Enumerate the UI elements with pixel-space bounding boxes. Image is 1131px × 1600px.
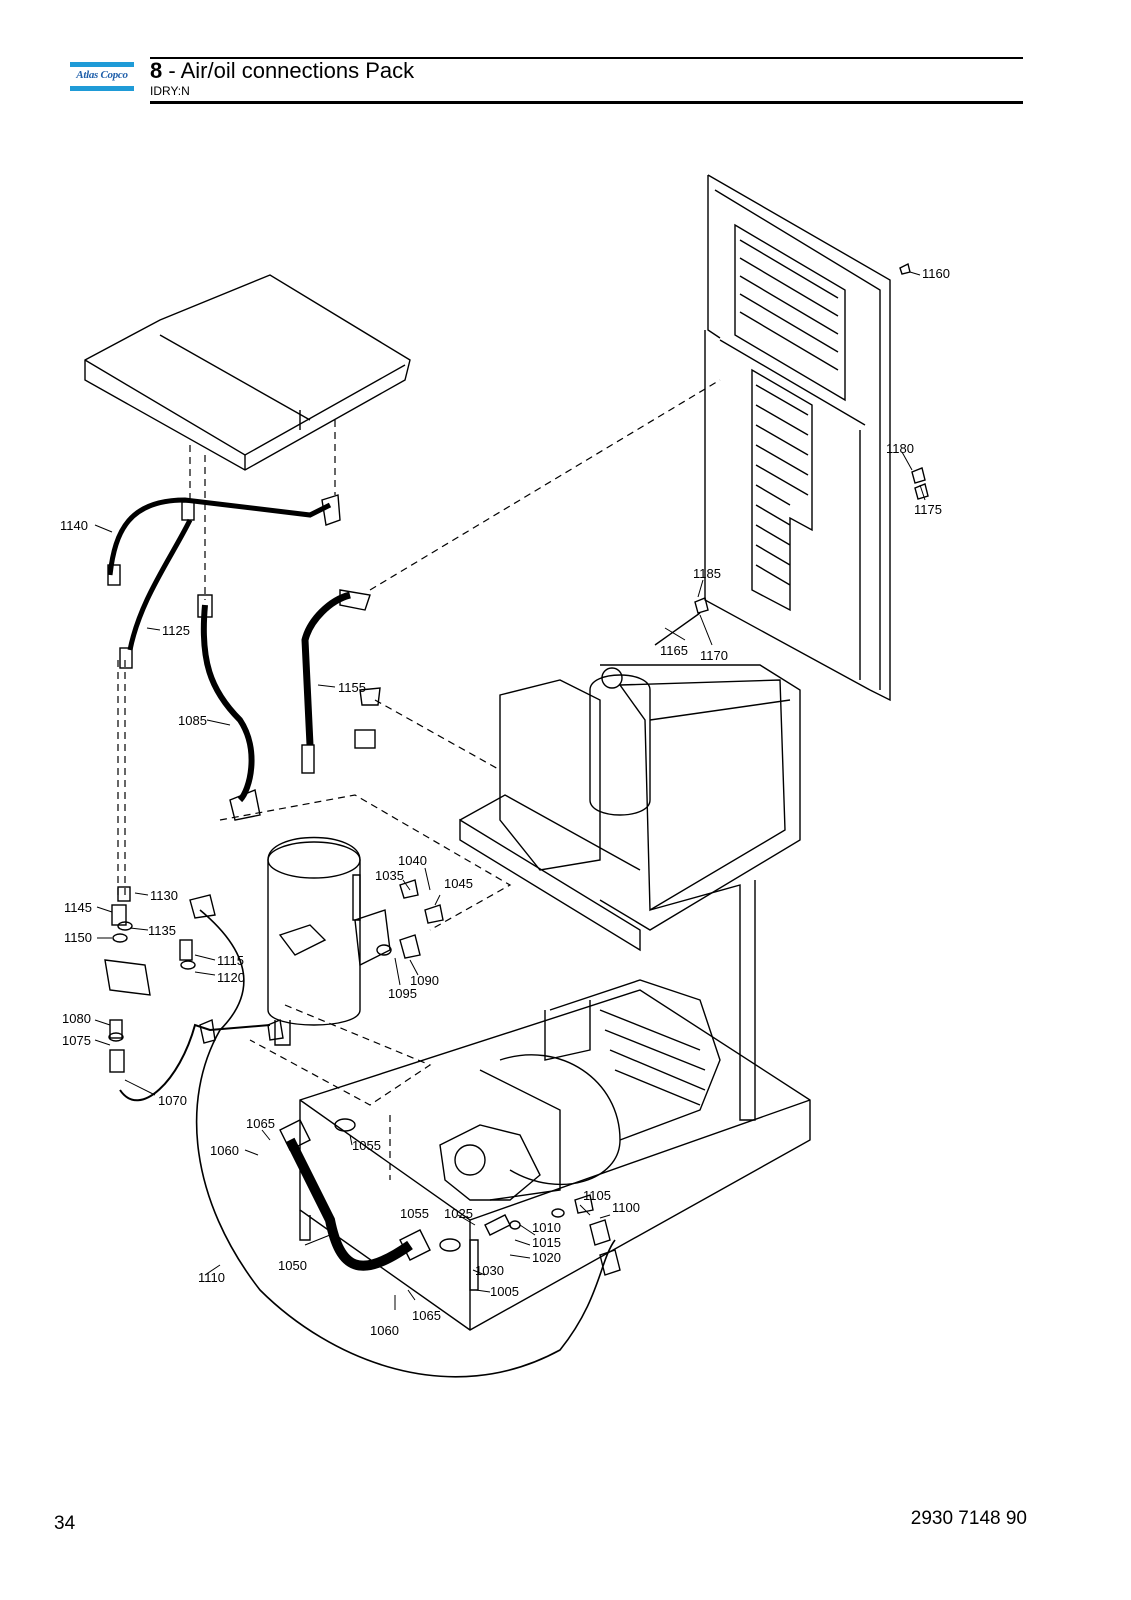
callout-1090: 1090 [410,973,439,988]
document-number: 2930 7148 90 [910,1508,1027,1529]
hoses [107,497,616,1378]
callout-1160: 1160 [922,266,950,281]
dryer-panel [704,174,891,702]
page-title: 8 - Air/oil connections Pack [150,58,414,84]
callout-1150: 1150 [64,930,92,945]
callout-1085: 1085 [178,713,207,728]
callout-1055-top: 1055 [352,1138,381,1153]
callout-1165: 1165 [660,643,688,658]
callout-1125: 1125 [162,623,190,638]
top-cover [84,274,411,471]
logo-text: Atlas Copco [76,69,128,81]
callout-1060-bottom: 1060 [370,1323,399,1338]
callout-1180: 1180 [886,441,914,456]
callout-1095: 1095 [388,986,417,1001]
callout-1075: 1075 [62,1033,91,1048]
callout-1140: 1140 [60,518,88,533]
separator-vessel [267,836,391,1046]
callout-1110: 1110 [198,1270,225,1285]
callout-1130: 1130 [150,888,178,903]
callout-1015: 1015 [532,1235,561,1250]
callout-1035: 1035 [375,868,404,883]
callout-1065-bottom: 1065 [412,1308,441,1323]
atlas-copco-logo: Atlas Copco [70,62,134,92]
callout-1030: 1030 [475,1263,504,1278]
callout-1010: 1010 [532,1220,561,1235]
callout-1170: 1170 [700,648,728,663]
exploded-parts-drawing: 1160 1180 1175 1185 1170 1165 1140 1125 … [60,174,950,1378]
callout-1040: 1040 [398,853,427,868]
header-rule-top [150,57,1023,59]
leader-lines [94,271,926,1310]
callout-1185: 1185 [693,566,721,581]
callout-1050: 1050 [278,1258,307,1273]
callout-1020: 1020 [532,1250,561,1265]
page-number: 34 [54,1513,76,1534]
callout-1105: 1105 [583,1188,611,1203]
page-subtitle: IDRY:N [150,84,190,98]
callout-1155: 1155 [338,680,366,695]
callout-1115: 1115 [217,953,244,968]
callout-1005: 1005 [490,1284,519,1299]
callout-1060-top: 1060 [210,1143,239,1158]
callout-1175: 1175 [914,502,942,517]
callout-labels: 1160 1180 1175 1185 1170 1165 1140 1125 … [60,266,950,1338]
title-text: - Air/oil connections Pack [162,58,415,83]
callout-1055-bottom: 1055 [400,1206,429,1221]
callout-1080: 1080 [62,1011,91,1026]
header-rule-bottom [150,101,1023,104]
fittings [104,262,929,1291]
callout-1045: 1045 [444,876,473,891]
callout-1070: 1070 [158,1093,187,1108]
motor-compressor [439,979,721,1201]
callout-1065-top: 1065 [246,1116,275,1131]
section-number: 8 [150,58,163,83]
callout-1100: 1100 [612,1200,640,1215]
callout-1145: 1145 [64,900,92,915]
assembly-lines [117,379,721,1180]
callout-1120: 1120 [217,970,245,985]
callout-1135: 1135 [148,923,176,938]
callout-1025: 1025 [444,1206,473,1221]
frame-base [299,989,811,1331]
o-rings [108,921,565,1252]
dryer-unit [459,664,801,1121]
